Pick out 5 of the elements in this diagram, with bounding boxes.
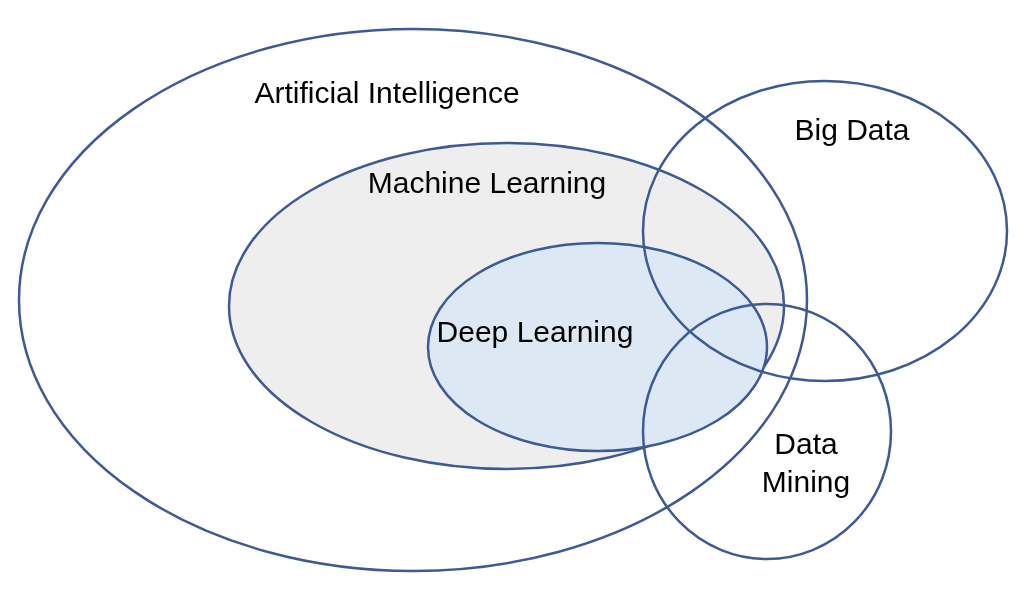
set-label: Big Data [794, 112, 910, 149]
set-label: Machine Learning [367, 165, 607, 202]
set-label: Artificial Intelligence [254, 75, 520, 112]
set-label: Deep Learning [436, 314, 634, 351]
set-label: Data Mining [760, 425, 852, 500]
